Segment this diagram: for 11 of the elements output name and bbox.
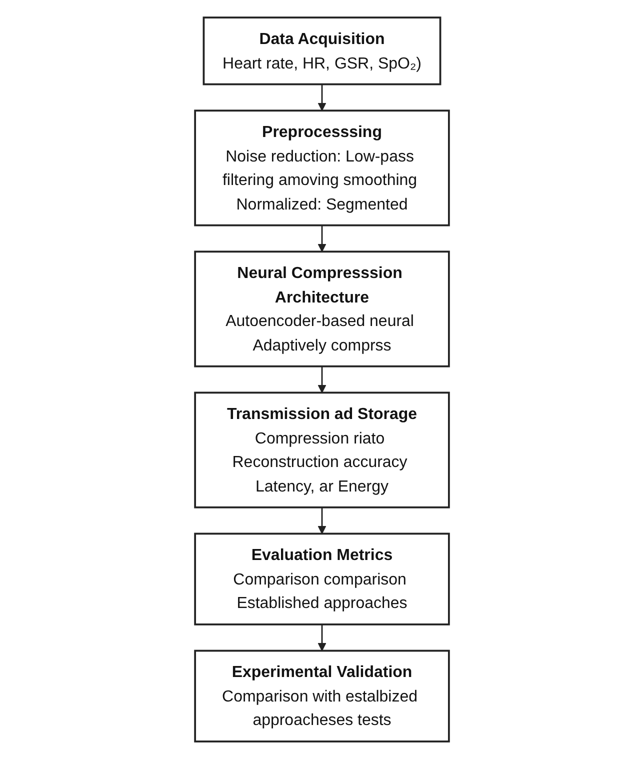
- node-box: Evaluation Metrics Comparison comparison Established approaches: [194, 532, 450, 626]
- arrow: [318, 84, 326, 111]
- node-box: Preprocesssing Noise reduction: Low-pass filtering amoving smoothing Normalized: Segmented: [194, 110, 450, 226]
- arrow: [318, 624, 326, 652]
- node-box: Neural Compresssion Architecture Autoencoder-based neural Adaptively comprss: [194, 250, 450, 368]
- arrow: [318, 366, 326, 394]
- node-box: Data Acquisition Heart rate, HR, GSR, SpO₂): [202, 16, 442, 86]
- node-box: Experimental Validation Comparison with estalbized approacheses tests: [194, 650, 450, 742]
- arrow: [318, 225, 326, 252]
- arrow: [318, 507, 326, 534]
- node-box: Transmission ad Storage Compression riato Reconstruction accuracy Latency, ar Energy: [194, 392, 450, 508]
